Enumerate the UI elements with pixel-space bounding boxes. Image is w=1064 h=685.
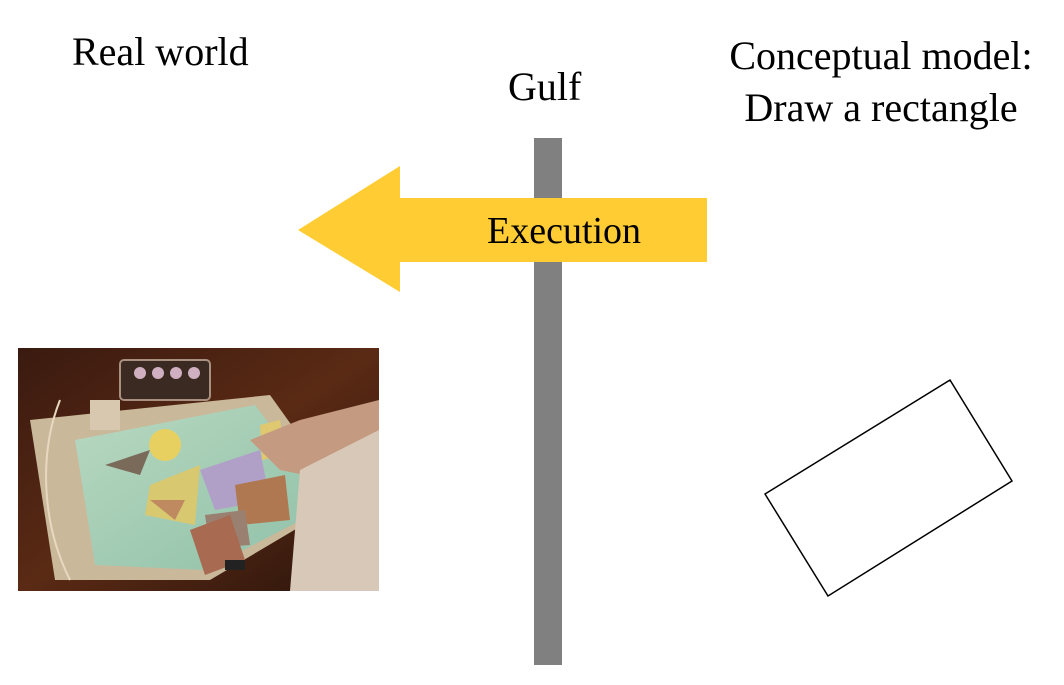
real-world-label: Real world: [72, 29, 249, 74]
tabletop-photo: [18, 348, 379, 591]
gulf-label: Gulf: [508, 64, 582, 109]
conceptual-model-label: Conceptual model: Draw a rectangle: [716, 30, 1046, 134]
execution-label: Execution: [487, 210, 641, 252]
conceptual-model-line2: Draw a rectangle: [744, 85, 1018, 130]
execution-arrow: [298, 166, 707, 292]
conceptual-rectangle: [763, 378, 1014, 598]
conceptual-model-line1: Conceptual model:: [729, 33, 1033, 78]
